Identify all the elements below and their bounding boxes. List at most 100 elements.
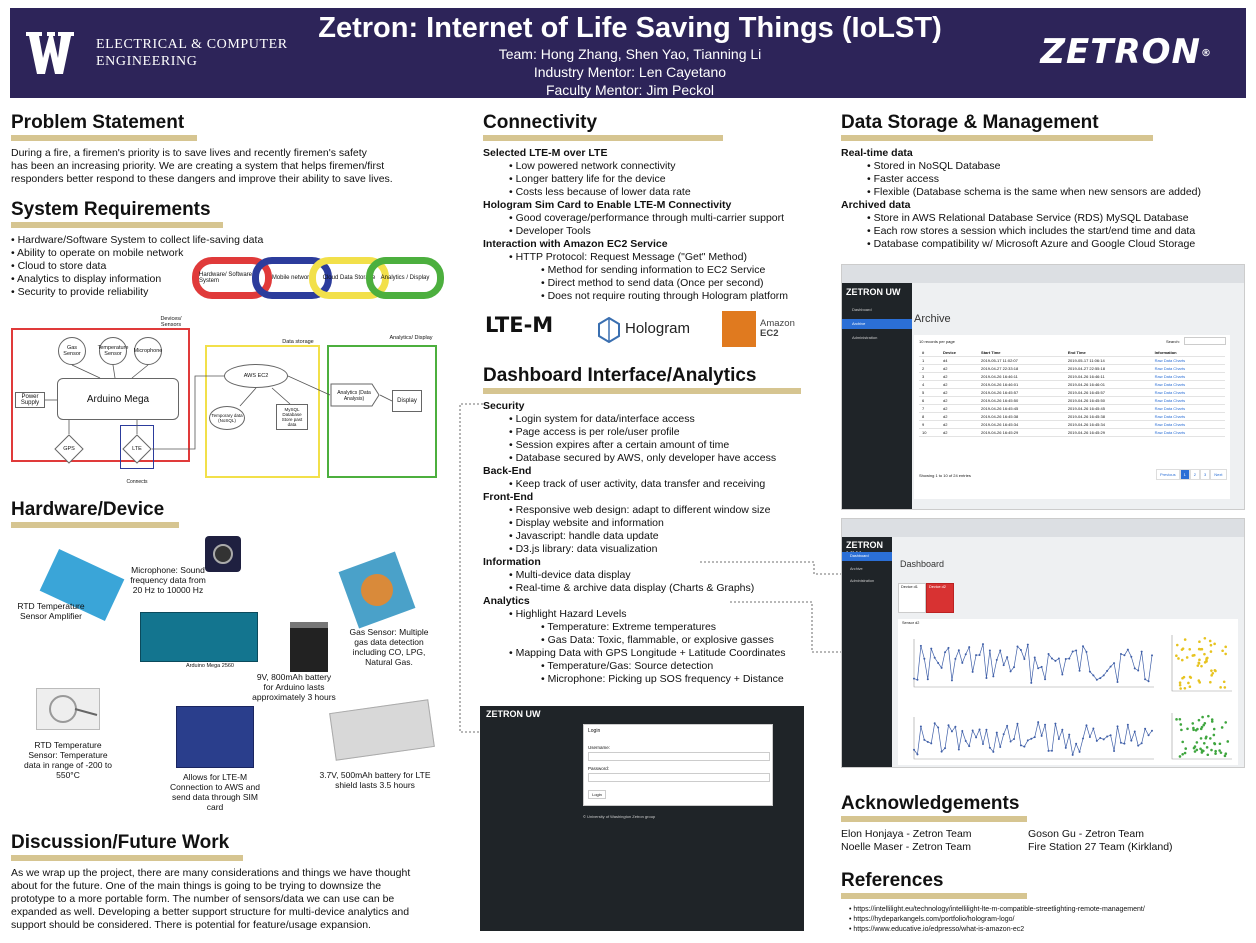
records-per-page[interactable]: 10 records per page	[919, 339, 955, 344]
scatter-point	[1205, 660, 1208, 663]
nav-active-indicator	[842, 552, 892, 561]
acknowledgement-name: Noelle Maser - Zetron Team	[841, 841, 971, 853]
scatter-point	[1180, 728, 1183, 732]
browser-bar	[842, 265, 1244, 283]
nav-administration[interactable]: Administration	[852, 335, 878, 340]
login-screenshot: ZETRON UW Login Username: Password: Logi…	[480, 706, 804, 931]
chart-point	[1147, 680, 1150, 683]
mysql-database-box: MySQL Database Store past data	[276, 404, 308, 430]
reference-link[interactable]: • https://intellilight.eu/technology/int…	[849, 906, 1145, 913]
chart-point	[1119, 652, 1122, 655]
pagination-button[interactable]: 3	[1200, 469, 1211, 480]
scatter-point	[1213, 742, 1217, 746]
column-header[interactable]: Information	[1151, 349, 1225, 357]
table-cell: 2019-04-26 16:45:57	[978, 388, 1065, 397]
pagination-button[interactable]: 1	[1179, 469, 1190, 480]
chart-point	[975, 654, 978, 657]
chart-point	[1057, 738, 1060, 741]
scatter-point	[1175, 718, 1178, 721]
list-subitem: • Method for sending information to EC2 …	[541, 264, 766, 276]
sensor-panel: Sensor d2	[898, 619, 1238, 765]
chart-point	[1102, 674, 1105, 677]
table-cell: 2019-04-26 16:45:34	[1064, 420, 1152, 429]
list-item: • Low powered network connectivity	[509, 160, 676, 172]
amazon-text: Amazon	[760, 318, 795, 329]
rtd-sensor-caption: RTD Temperature Sensor: Temperature data…	[24, 740, 112, 780]
reference-link[interactable]: • https://hydeparkangels.com/portfolio/h…	[849, 916, 1015, 923]
raw-data-charts-link[interactable]: Raw Data Charts	[1151, 388, 1225, 397]
chart-point	[1002, 664, 1005, 667]
pagination-button[interactable]: Next	[1210, 469, 1227, 480]
reference-link[interactable]: • https://www.educative.io/edpresso/what…	[849, 926, 1025, 933]
column-header[interactable]: Device	[940, 349, 979, 357]
raw-data-charts-link[interactable]: Raw Data Charts	[1151, 356, 1225, 365]
paragraph-line: During a fire, a firemen's priority is t…	[11, 147, 367, 159]
requirement-item: • Cloud to store data	[11, 260, 107, 272]
raw-data-charts-link[interactable]: Raw Data Charts	[1151, 364, 1225, 373]
nav-dashboard[interactable]: Dashboard	[850, 554, 869, 558]
chart-point	[1113, 662, 1116, 665]
nav-archive[interactable]: Archive	[850, 567, 863, 571]
raw-data-charts-link[interactable]: Raw Data Charts	[1151, 404, 1225, 413]
scatter-point	[1202, 723, 1206, 727]
title-underline	[11, 855, 243, 861]
table-cell: 7	[919, 404, 941, 413]
scatter-point	[1199, 737, 1203, 740]
pagination-button[interactable]: 2	[1189, 469, 1201, 480]
search-input[interactable]	[1184, 337, 1226, 345]
nav-archive[interactable]: Archive	[852, 321, 866, 326]
nav-active-indicator	[842, 319, 912, 329]
scatter-point	[1183, 686, 1187, 690]
raw-data-charts-link[interactable]: Raw Data Charts	[1151, 380, 1225, 389]
subheading: Information	[483, 556, 541, 568]
list-item: • Developer Tools	[509, 225, 591, 237]
chart-point	[1119, 741, 1122, 744]
acknowledgement-row: Elon Honjaya - Zetron Team Goson Gu - Ze…	[841, 828, 1246, 841]
pagination-button[interactable]: Previous	[1156, 469, 1180, 480]
login-button[interactable]: Login	[588, 790, 606, 799]
column-header[interactable]: Start Time	[978, 349, 1065, 357]
scatter-point	[1210, 674, 1213, 677]
chart-point	[940, 750, 943, 753]
chart-point	[1133, 730, 1136, 733]
chain-ring-cloud: Cloud Data Storage	[309, 257, 389, 299]
raw-data-charts-link[interactable]: Raw Data Charts	[1151, 428, 1225, 437]
chart-point	[937, 726, 940, 729]
chart-point	[1106, 735, 1109, 738]
table-cell: 6	[919, 396, 941, 405]
section-title: Acknowledgements	[841, 793, 1020, 814]
raw-data-charts-link[interactable]: Raw Data Charts	[1151, 372, 1225, 381]
scatter-point	[1223, 754, 1227, 758]
scatter-point	[1213, 642, 1216, 646]
registered-mark: ®	[1201, 48, 1212, 59]
ring-label: Analytics / Display	[380, 275, 430, 281]
analytics-label: Analytics/ Display	[389, 335, 433, 341]
column-header[interactable]: End Time	[1064, 349, 1152, 357]
chart-point	[964, 740, 967, 743]
scatter-point	[1200, 664, 1203, 668]
raw-data-charts-link[interactable]: Raw Data Charts	[1151, 412, 1225, 421]
scatter-point	[1218, 742, 1222, 746]
nav-dashboard[interactable]: Dashboard	[852, 307, 872, 312]
table-cell: 5	[919, 388, 941, 397]
chart-point	[944, 651, 947, 654]
password-label: Password:	[588, 766, 610, 771]
password-input[interactable]	[588, 773, 770, 782]
scatter-point	[1205, 746, 1209, 749]
title-underline	[11, 222, 223, 228]
username-input[interactable]	[588, 752, 770, 761]
raw-data-charts-link[interactable]: Raw Data Charts	[1151, 420, 1225, 429]
chart-point	[1064, 658, 1067, 661]
title-underline	[841, 893, 1027, 899]
scatter-point	[1224, 645, 1227, 649]
column-header[interactable]: #	[919, 349, 941, 357]
chart-point	[964, 653, 967, 656]
chart-point	[933, 656, 936, 659]
table-cell: d2	[940, 428, 979, 437]
paragraph-line: As we wrap up the project, there are man…	[11, 867, 411, 879]
raw-data-charts-link[interactable]: Raw Data Charts	[1151, 396, 1225, 405]
nav-administration[interactable]: Administration	[850, 579, 875, 583]
chart-point	[985, 728, 988, 731]
ec2-text: EC2	[760, 328, 779, 339]
